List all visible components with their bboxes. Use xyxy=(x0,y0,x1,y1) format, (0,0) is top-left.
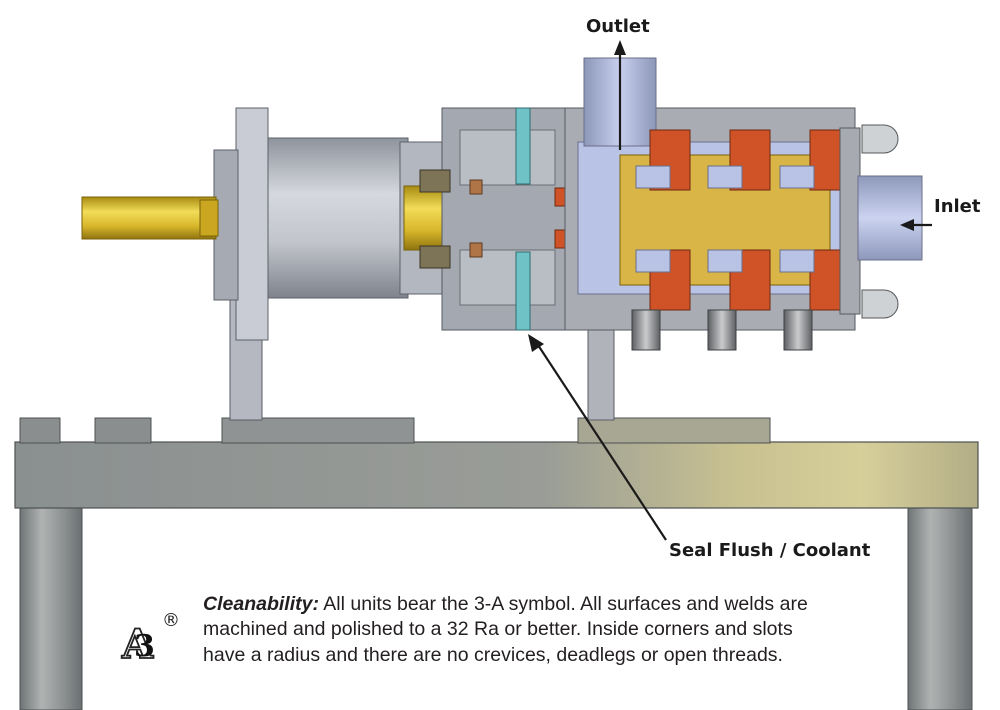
svg-text:3: 3 xyxy=(134,629,155,662)
note-line-1: Cleanability: All units bear the 3-A sym… xyxy=(203,592,903,617)
frame-leg-left xyxy=(20,505,82,710)
inlet-pipe xyxy=(857,175,923,261)
cleanability-note: Cleanability: All units bear the 3-A sym… xyxy=(203,592,903,668)
frame-leg-right xyxy=(908,505,972,710)
bearing-lower xyxy=(419,245,451,269)
pump-housing xyxy=(564,57,923,351)
svg-text:A: A xyxy=(121,621,154,662)
motor xyxy=(213,107,461,341)
support-frame xyxy=(14,417,979,710)
drain-plug-1 xyxy=(631,309,661,351)
3a-symbol-logo: A 3 ® xyxy=(120,610,180,662)
mount-pad-1 xyxy=(19,417,61,444)
acorn-nut-lower xyxy=(861,289,899,319)
mount-pad-3 xyxy=(221,417,415,444)
note-lead: Cleanability: xyxy=(203,593,319,615)
svg-text:®: ® xyxy=(162,610,180,631)
callout-arrows xyxy=(528,40,932,541)
mount-pad-2 xyxy=(94,417,152,444)
seal-housing xyxy=(419,107,596,331)
drain-plug-3 xyxy=(783,309,813,351)
seal-flush-arrow xyxy=(537,344,667,541)
motor-body xyxy=(267,137,409,299)
acorn-nut-upper xyxy=(861,124,899,154)
note-line-3: have a radius and there are no crevices,… xyxy=(203,643,783,666)
callout-inlet: Inlet xyxy=(934,196,981,217)
callout-seal-flush: Seal Flush / Coolant xyxy=(669,540,871,561)
note-text-1: All units bear the 3-A symbol. All surfa… xyxy=(318,593,808,615)
frame-beam xyxy=(14,441,979,509)
mount-pad-4 xyxy=(577,417,771,444)
seal-flush-stud-lower xyxy=(515,251,531,331)
callout-outlet: Outlet xyxy=(586,16,650,37)
seal-flush-stud-upper xyxy=(515,107,531,185)
shaft-extension xyxy=(81,196,217,240)
motor-flange xyxy=(235,107,269,341)
note-line-2: machined and polished to a 32 Ra or bett… xyxy=(203,618,793,641)
drain-plug-2 xyxy=(707,309,737,351)
bearing-upper xyxy=(419,169,451,193)
